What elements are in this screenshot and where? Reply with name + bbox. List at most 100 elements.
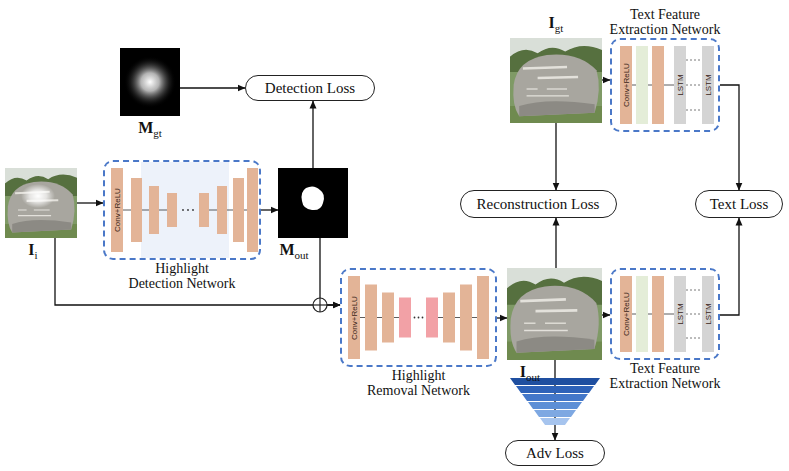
concat-circle xyxy=(313,298,327,312)
network-title: Text Feature Extraction Network xyxy=(603,361,728,391)
layer-name: LSTM xyxy=(704,303,713,324)
conv-layer xyxy=(460,285,472,351)
subscript-label: out xyxy=(295,249,309,261)
flow-arrow xyxy=(720,218,739,315)
loss-name: Reconstruction Loss xyxy=(477,196,600,213)
layer-link xyxy=(472,317,477,318)
conv-layer xyxy=(365,285,377,351)
loss-pill: Reconstruction Loss xyxy=(460,190,617,218)
layer-link xyxy=(209,210,217,211)
conv-layer xyxy=(131,178,142,242)
layer-link xyxy=(455,317,460,318)
discriminator-pyramid xyxy=(510,378,600,425)
conv-layer xyxy=(167,193,177,227)
feature-layers xyxy=(636,46,664,352)
network-box: Conv+ReLULSTMLSTMText Feature Extraction… xyxy=(610,268,720,360)
recurrent-link xyxy=(686,60,702,61)
layer-name: Conv+ReLU xyxy=(113,188,122,232)
flow-arrow xyxy=(261,209,278,210)
layer-link xyxy=(664,85,674,86)
layer-link xyxy=(377,317,382,318)
recurrent-link xyxy=(686,290,702,291)
network-title: Highlight Removal Network xyxy=(366,368,471,398)
flow-arrow xyxy=(602,79,610,80)
symbol-label: M xyxy=(138,119,153,136)
layer-bar: Conv+ReLU xyxy=(111,168,123,252)
flow-arrow xyxy=(312,101,313,168)
residual-layer xyxy=(426,298,438,338)
flow-arrow xyxy=(720,85,739,190)
ground-truth-image: Igt xyxy=(510,38,602,123)
discriminator-layer xyxy=(534,410,576,417)
layer-link xyxy=(394,317,399,318)
layer-link xyxy=(632,85,636,86)
conv-layer xyxy=(477,276,489,359)
concat-cross xyxy=(319,298,320,312)
layer-name: LSTM xyxy=(676,303,685,324)
loss-pill: Detection Loss xyxy=(245,75,375,101)
concat-symbol xyxy=(313,298,327,312)
subscript-label: gt xyxy=(555,22,564,34)
subscript-label: out xyxy=(526,371,540,383)
network-box: Conv+ReLUHighlight Detection Network xyxy=(103,160,261,260)
loss-name: Adv Loss xyxy=(526,445,584,462)
network-box: Conv+ReLUHighlight Removal Network xyxy=(340,268,497,367)
output-image: Iout xyxy=(507,268,602,360)
conv-layer xyxy=(233,178,244,242)
layer-name: Conv+ReLU xyxy=(622,292,631,336)
flow-arrow xyxy=(55,238,340,305)
layer-link xyxy=(159,210,167,211)
layer-name: Conv+ReLU xyxy=(350,296,359,340)
conv-layer xyxy=(382,293,394,343)
flow-arrow xyxy=(180,87,245,88)
layer-links xyxy=(632,85,674,314)
layer-name: Conv+ReLU xyxy=(622,63,631,107)
layer-bar: LSTM xyxy=(674,276,686,352)
pool-layer xyxy=(636,276,648,352)
image-label: Ii xyxy=(28,241,37,264)
mask-image xyxy=(120,48,180,116)
network-box: Conv+ReLULSTMLSTMText Feature Extraction… xyxy=(610,38,720,132)
layer-link xyxy=(227,210,233,211)
layer-link xyxy=(648,314,652,315)
layer-bar: LSTM xyxy=(702,46,714,124)
symbol-label: I xyxy=(28,241,34,258)
symbol-label: I xyxy=(520,363,526,380)
subscript-label: gt xyxy=(153,127,162,139)
layer-link xyxy=(244,210,247,211)
discriminator-layer xyxy=(516,386,594,393)
ellipsis-dots xyxy=(414,317,424,319)
conv-layers xyxy=(365,276,489,359)
flow-arrow xyxy=(555,123,556,190)
layer-link xyxy=(648,85,652,86)
loss-pill: Adv Loss xyxy=(505,440,605,466)
discriminator-layer xyxy=(528,402,582,409)
recurrent-link xyxy=(686,314,702,315)
recurrent-link xyxy=(686,338,702,339)
mask-image: Mgt xyxy=(120,48,180,116)
mask-glow xyxy=(124,56,176,108)
conv-layers xyxy=(131,168,258,252)
conv-layer xyxy=(652,276,664,352)
network-name: Text Feature Extraction Network xyxy=(610,7,721,37)
specular-highlight xyxy=(21,184,55,208)
residual-layer xyxy=(399,298,411,338)
flow-arrow xyxy=(497,317,507,318)
layer-link xyxy=(142,210,149,211)
bottleneck-region xyxy=(141,162,229,258)
loss-name: Text Loss xyxy=(710,196,769,213)
network-title: Text Feature Extraction Network xyxy=(603,7,728,37)
dot xyxy=(187,209,189,211)
flow-arrow xyxy=(77,202,103,203)
layer-bar: LSTM xyxy=(702,276,714,352)
dot xyxy=(192,209,194,211)
discriminator-layer xyxy=(540,418,570,425)
ellipsis-dots xyxy=(182,209,194,211)
layer-links xyxy=(123,210,247,211)
layer-link xyxy=(438,317,443,318)
layer-link xyxy=(360,317,365,318)
mask-blob xyxy=(302,186,325,210)
output-photo xyxy=(507,268,602,360)
